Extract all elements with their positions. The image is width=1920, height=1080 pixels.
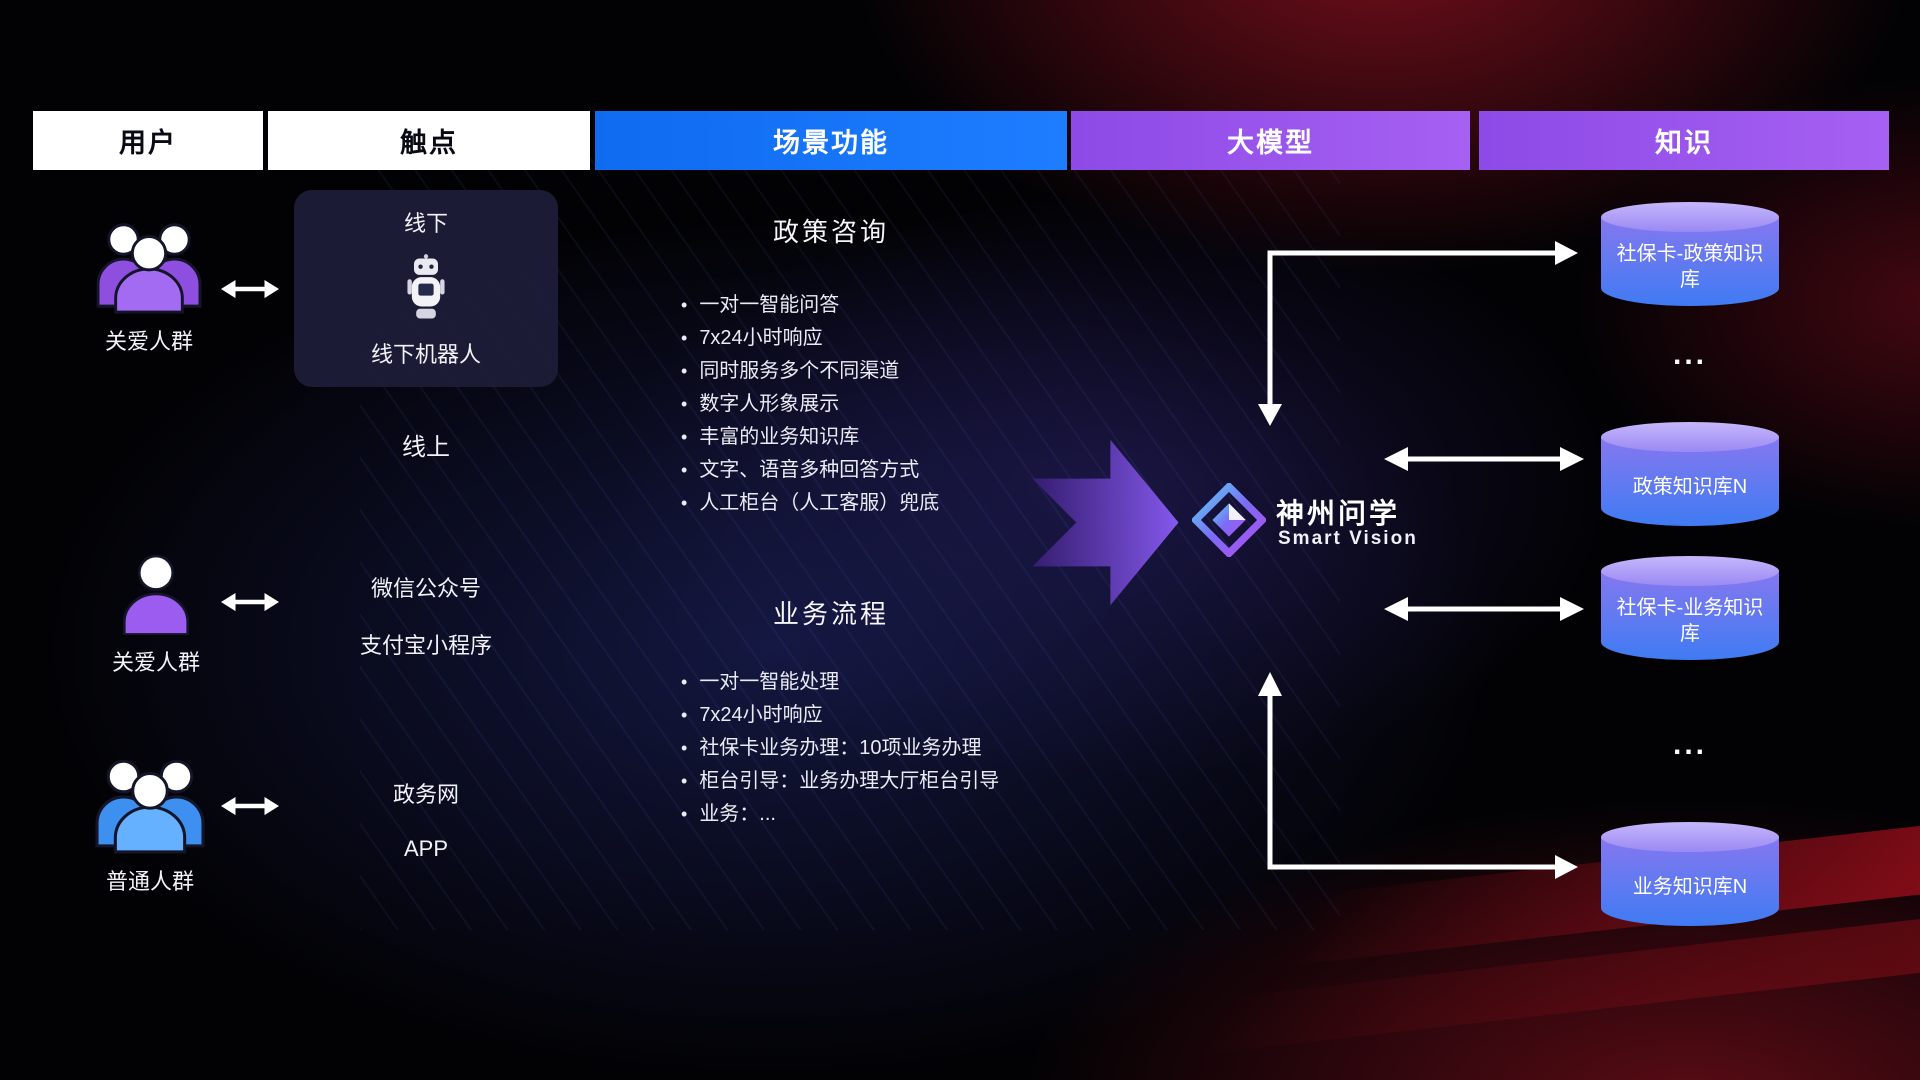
bidirectional-arrow-icon <box>221 796 279 816</box>
knowledge-db-policy-n: 政策知识库N <box>1601 422 1779 526</box>
ellipsis: ... <box>1672 728 1707 761</box>
group-users-icon <box>96 223 202 314</box>
channel-wechat: 微信公众号 <box>370 576 481 601</box>
column-header-large-model: 大模型 <box>1071 111 1470 170</box>
brand-name: 神州问学 <box>1276 498 1401 529</box>
robot-icon <box>407 253 445 319</box>
user-group-general: 普通人群 <box>88 748 212 896</box>
offline-robot-label: 线下机器人 <box>370 342 481 367</box>
scene-bullet: 同时服务多个不同渠道 <box>681 355 939 388</box>
channel-app: APP <box>403 836 449 861</box>
knowledge-db-policy-social: 社保卡-政策知识库 <box>1601 202 1779 306</box>
scene-bullet: 丰富的业务知识库 <box>681 421 939 454</box>
knowledge-db-business-n: 业务知识库N <box>1601 822 1779 926</box>
connector-arrows <box>1258 241 1584 879</box>
scene-bullet: 文字、语音多种回答方式 <box>681 454 939 487</box>
scene-bullet: 人工柜台（人工客服）兜底 <box>681 487 939 520</box>
online-title: 线上 <box>402 434 450 461</box>
channel-gov-web: 政务网 <box>392 782 459 807</box>
bidirectional-arrow-icon <box>221 592 279 612</box>
flow-arrow-icon <box>1032 439 1179 606</box>
scene-bullet: 一对一智能问答 <box>681 289 939 322</box>
db-cylinder-top <box>1601 202 1779 232</box>
db-cylinder-top <box>1601 556 1779 586</box>
brand-subtitle: Smart Vision <box>1278 528 1418 549</box>
scene-bullet: 一对一智能处理 <box>681 666 999 699</box>
column-header-knowledge: 知识 <box>1479 111 1889 170</box>
column-header-touchpoints: 触点 <box>268 111 590 170</box>
scene-bullet: 数字人形象展示 <box>681 388 939 421</box>
scene-list-policy: 一对一智能问答 7x24小时响应 同时服务多个不同渠道 数字人形象展示 丰富的业… <box>681 289 939 520</box>
scene-bullet: 业务：... <box>681 798 999 831</box>
channel-alipay: 支付宝小程序 <box>359 633 492 658</box>
scene-bullet: 7x24小时响应 <box>681 322 939 355</box>
scene-bullet: 柜台引导：业务办理大厅柜台引导 <box>681 765 999 798</box>
user-label: 关爱人群 <box>112 650 201 675</box>
single-user-icon <box>122 554 190 635</box>
knowledge-db-business-social: 社保卡-业务知识库 <box>1601 556 1779 660</box>
offline-title: 线下 <box>403 211 448 236</box>
scene-title-business: 业务流程 <box>772 599 889 629</box>
column-header-scene-functions: 场景功能 <box>595 111 1067 170</box>
scene-list-business: 一对一智能处理 7x24小时响应 社保卡业务办理：10项业务办理 柜台引导：业务… <box>681 666 999 831</box>
scene-title-policy: 政策咨询 <box>772 217 889 247</box>
ellipsis: ... <box>1672 338 1707 371</box>
db-cylinder-top <box>1601 422 1779 452</box>
column-header-users: 用户 <box>33 111 263 170</box>
user-label: 关爱人群 <box>104 329 193 354</box>
user-group-care: 关爱人群 <box>90 212 208 356</box>
offline-touchpoint-card: 线下 线下机器人 <box>294 190 558 387</box>
scene-bullet: 7x24小时响应 <box>681 699 999 732</box>
brand-logo-icon <box>1192 483 1266 557</box>
user-label: 普通人群 <box>105 869 194 894</box>
group-users-icon <box>95 759 205 854</box>
db-cylinder-top <box>1601 822 1779 852</box>
scene-bullet: 社保卡业务办理：10项业务办理 <box>681 732 999 765</box>
bidirectional-arrow-icon <box>221 279 279 299</box>
user-single-care: 关爱人群 <box>112 551 200 677</box>
